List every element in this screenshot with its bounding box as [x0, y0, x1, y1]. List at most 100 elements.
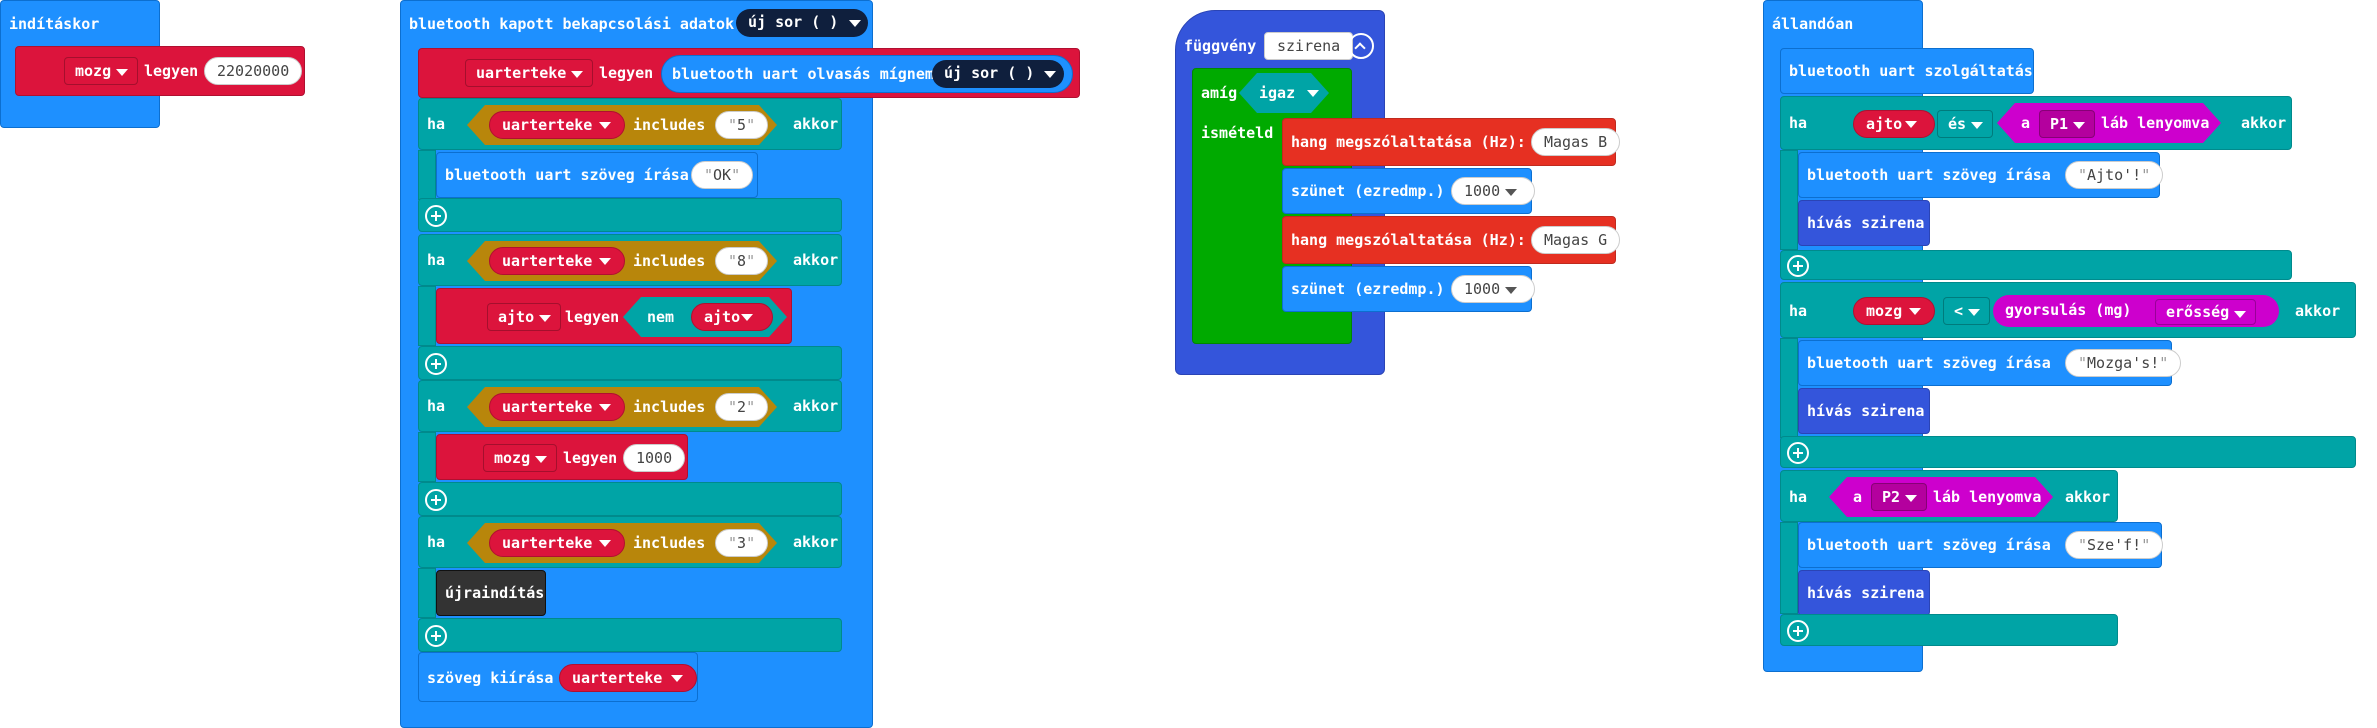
- bt-uart-read-reporter[interactable]: bluetooth uart olvasás mígnem új sor ( ): [661, 55, 1073, 93]
- plus-circle-icon[interactable]: [1787, 620, 1809, 642]
- pin-pressed-hex[interactable]: [1997, 103, 2221, 143]
- play-tone-block-g[interactable]: hang megszólaltatása (Hz): Magas G: [1282, 216, 1621, 264]
- if-block-arm: [1780, 338, 1798, 438]
- accel-dimension-dropdown[interactable]: erősség: [2155, 299, 2257, 325]
- variable-dropdown-mozg[interactable]: mozg: [483, 444, 558, 472]
- plus-circle-icon[interactable]: [425, 353, 447, 375]
- if-block-arm: [418, 432, 436, 482]
- rest-block-1[interactable]: szünet (ezredmp.) 1000: [1282, 168, 1536, 214]
- if-block-footer: [1780, 614, 2118, 646]
- mozg-var[interactable]: mozg: [1853, 297, 1936, 325]
- note-input[interactable]: Magas G: [1531, 226, 1621, 254]
- bt-write-ok-block[interactable]: bluetooth uart szöveg írása "OK": [436, 152, 758, 198]
- string-ok[interactable]: "OK": [691, 161, 754, 189]
- rest-label: szünet (ezredmp.): [1291, 280, 1445, 298]
- string-mozgas[interactable]: "Mozga's!": [2065, 349, 2182, 377]
- string-3[interactable]: "3": [715, 529, 769, 557]
- then-label: akkor: [793, 251, 839, 269]
- if-label: ha: [427, 251, 446, 269]
- note-input[interactable]: Magas B: [1531, 128, 1621, 156]
- if-block-footer: [1780, 436, 2356, 468]
- variable-dropdown-uarterteke[interactable]: uarterteke: [465, 59, 594, 87]
- chevron-up-icon[interactable]: [1348, 33, 1374, 59]
- pin-pressed-hex[interactable]: [1829, 477, 2053, 517]
- ajto-var[interactable]: ajto: [1853, 110, 1936, 138]
- play-tone-block-b[interactable]: hang megszólaltatása (Hz): Magas B: [1282, 118, 1621, 166]
- set-mozg-block[interactable]: mozg legyen 22020000: [15, 46, 305, 96]
- if-block-arm: [1780, 522, 1798, 614]
- if-block-2[interactable]: ha uarterteke includes "2" akkor: [418, 380, 842, 432]
- bt-uart-service-block[interactable]: bluetooth uart szolgáltatás: [1780, 48, 2034, 94]
- caret-down-icon: [741, 314, 753, 321]
- call-szirena-block[interactable]: hívás szirena: [1798, 388, 1930, 434]
- rest-block-2[interactable]: szünet (ezredmp.) 1000: [1282, 266, 1536, 312]
- set-word: legyen: [565, 308, 620, 326]
- variable-dropdown-ajto[interactable]: ajto: [487, 303, 562, 331]
- string-value: Sze'f!: [2087, 536, 2142, 554]
- set-ajto-block[interactable]: ajto legyen nem ajto: [436, 288, 792, 344]
- includes-label: includes: [633, 398, 706, 416]
- set-word: legyen: [144, 62, 199, 80]
- newline-dropdown[interactable]: új sor ( ): [736, 9, 869, 37]
- pin-prefix: a: [1853, 488, 1863, 506]
- plus-circle-icon[interactable]: [425, 489, 447, 511]
- call-szirena-block[interactable]: hívás szirena: [1798, 200, 1930, 246]
- if-block-8[interactable]: ha uarterteke includes "8" akkor: [418, 234, 842, 286]
- bt-write-szef-block[interactable]: bluetooth uart szöveg írása "Sze'f!": [1798, 522, 2164, 568]
- string-value: 2: [737, 398, 747, 416]
- set-uarterteke-block[interactable]: uarterteke legyen bluetooth uart olvasás…: [418, 48, 1080, 98]
- string-8[interactable]: "8": [715, 247, 769, 275]
- ajto-var[interactable]: ajto: [691, 303, 774, 331]
- caret-down-icon: [599, 122, 611, 129]
- string-2[interactable]: "2": [715, 393, 769, 421]
- rest-label: szünet (ezredmp.): [1291, 182, 1445, 200]
- call-szirena-block[interactable]: hívás szirena: [1798, 570, 1930, 616]
- compare-op-dropdown[interactable]: <: [1943, 297, 1991, 325]
- read-newline-dropdown[interactable]: új sor ( ): [932, 60, 1065, 88]
- pin-dropdown-p2[interactable]: P2: [1871, 483, 1928, 511]
- if-label: ha: [427, 397, 446, 415]
- caret-down-icon: [1905, 121, 1917, 128]
- variable-dropdown-mozg[interactable]: mozg: [64, 57, 139, 85]
- string-5[interactable]: "5": [715, 111, 769, 139]
- uarterteke-var[interactable]: uarterteke: [489, 529, 626, 557]
- bt-service-label: bluetooth uart szolgáltatás: [1789, 62, 2033, 80]
- if-block-ajto-p1[interactable]: ha ajto és a P1 láb lenyomva akkor: [1780, 96, 2292, 150]
- bt-write-label: bluetooth uart szöveg írása: [1807, 166, 2051, 184]
- string-ajto[interactable]: "Ajto'!": [2065, 161, 2164, 189]
- call-label: hívás szirena: [1807, 214, 1925, 232]
- plus-circle-icon[interactable]: [1787, 442, 1809, 464]
- show-string-block[interactable]: szöveg kiírása uarterteke: [418, 652, 698, 702]
- rest-dropdown[interactable]: 1000: [1451, 275, 1536, 303]
- caret-down-icon: [1307, 90, 1319, 97]
- bt-write-mozgas-block[interactable]: bluetooth uart szöveg írása "Mozga's!": [1798, 340, 2182, 386]
- rest-dropdown[interactable]: 1000: [1451, 177, 1536, 205]
- plus-circle-icon[interactable]: [425, 625, 447, 647]
- reset-label: újraindítás: [445, 584, 545, 602]
- if-block-3[interactable]: ha uarterteke includes "3" akkor: [418, 516, 842, 568]
- plus-circle-icon[interactable]: [1787, 255, 1809, 277]
- function-name-input[interactable]: szirena: [1264, 32, 1354, 60]
- if-block-mozg[interactable]: ha mozg < gyorsulás (mg) erősség akkor: [1780, 282, 2356, 338]
- if-block-5[interactable]: ha uarterteke includes "5" akkor: [418, 98, 842, 150]
- bt-receive-label: bluetooth kapott bekapcsolási adatok: [409, 15, 735, 33]
- value-input[interactable]: 1000: [623, 444, 686, 472]
- true-dropdown[interactable]: igaz: [1259, 84, 1296, 102]
- if-block-footer: [418, 618, 842, 652]
- if-block-footer: [418, 198, 842, 232]
- string-szef[interactable]: "Sze'f!": [2065, 531, 2164, 559]
- string-value: Mozga's!: [2087, 354, 2160, 372]
- bt-write-ajto-block[interactable]: bluetooth uart szöveg írása "Ajto'!": [1798, 152, 2164, 198]
- uarterteke-var[interactable]: uarterteke: [489, 247, 626, 275]
- caret-down-icon: [849, 20, 861, 27]
- value-input[interactable]: 22020000: [204, 57, 303, 85]
- and-dropdown[interactable]: és: [1937, 110, 1994, 138]
- set-mozg-1000-block[interactable]: mozg legyen 1000: [436, 434, 688, 480]
- plus-circle-icon[interactable]: [425, 205, 447, 227]
- if-block-footer: [418, 482, 842, 516]
- reset-block[interactable]: újraindítás: [436, 570, 546, 616]
- if-block-p2[interactable]: ha a P2 láb lenyomva akkor: [1780, 470, 2118, 522]
- pin-dropdown-p1[interactable]: P1: [2039, 110, 2096, 138]
- function-label: függvény: [1184, 37, 1257, 55]
- then-label: akkor: [793, 533, 839, 551]
